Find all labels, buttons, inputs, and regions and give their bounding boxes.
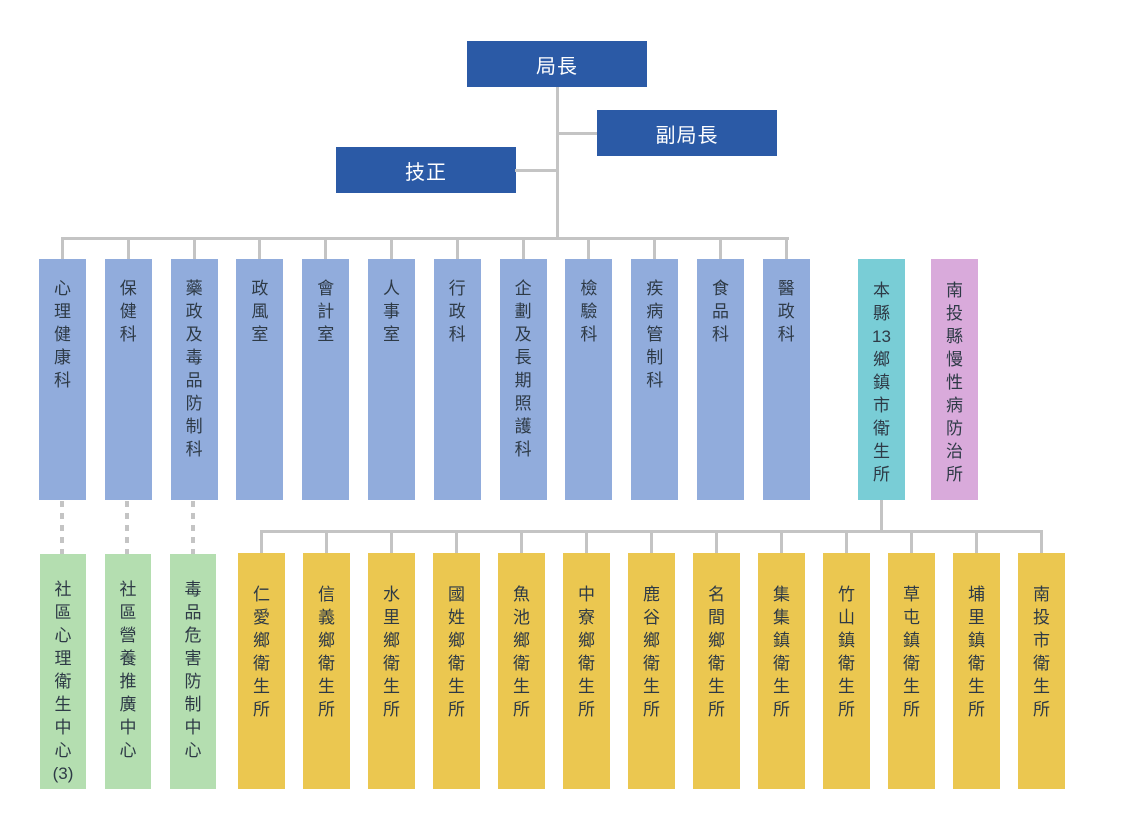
health-station-box: 中寮鄉衛生所	[563, 553, 610, 789]
affiliated-center-box: 社區營養推廣中心	[105, 554, 151, 789]
connector-line	[61, 237, 789, 240]
health-station-box: 南投市衛生所	[1018, 553, 1065, 789]
connector-line	[910, 532, 913, 553]
connector-line	[455, 532, 458, 553]
health-station-box: 國姓鄉衛生所	[433, 553, 480, 789]
connector-line	[258, 240, 262, 259]
connector-line	[719, 240, 722, 259]
connector-line	[784, 240, 788, 259]
connector-dashed-line	[191, 501, 196, 554]
connector-dashed-line	[125, 501, 130, 554]
health-station-box: 草屯鎮衛生所	[888, 553, 935, 789]
health-station-box: 鹿谷鄉衛生所	[628, 553, 675, 789]
department-box: 食品科	[697, 259, 744, 500]
department-box: 醫政科	[762, 259, 810, 500]
health-station-box: 竹山鎮衛生所	[823, 553, 870, 789]
connector-line	[587, 240, 591, 259]
health-station-box: 信義鄉衛生所	[303, 553, 350, 789]
department-box: 檢驗科	[565, 259, 613, 500]
department-box: 會計室	[302, 259, 350, 500]
connector-line	[653, 240, 657, 259]
affiliated-center-box: 社區心理衛生中心(3)	[40, 554, 86, 789]
connector-line	[390, 532, 393, 553]
connector-line	[515, 168, 557, 172]
department-box: 疾病管制科	[631, 259, 679, 500]
connector-line	[585, 532, 588, 553]
connector-line	[780, 532, 783, 553]
health-station-box: 水里鄉衛生所	[368, 553, 415, 789]
connector-line	[192, 240, 196, 259]
department-box: 企劃及長期照護科	[499, 259, 547, 500]
connector-line	[126, 240, 130, 259]
department-box: 保健科	[104, 259, 152, 500]
director-box: 局長	[467, 41, 647, 87]
connector-line	[325, 532, 328, 553]
connector-line	[324, 240, 328, 259]
connector-line	[390, 240, 393, 259]
health-station-box: 仁愛鄉衛生所	[238, 553, 285, 789]
department-box: 心理健康科	[39, 259, 86, 500]
connector-line	[521, 240, 525, 259]
connector-line	[880, 500, 883, 532]
technical-specialist-box: 技正	[336, 147, 516, 193]
deputy-director-box: 副局長	[597, 110, 777, 156]
director-label: 局長	[536, 55, 578, 78]
health-station-box: 魚池鄉衛生所	[498, 553, 545, 789]
connector-line	[61, 240, 64, 259]
deputy-director-label: 副局長	[655, 124, 719, 147]
connector-line	[520, 532, 523, 553]
connector-line	[260, 530, 1043, 533]
health-station-box: 集集鎮衛生所	[758, 553, 805, 789]
health-station-box: 名間鄉衛生所	[693, 553, 740, 789]
department-box: 行政科	[433, 259, 481, 500]
affiliated-center-box: 毒品危害防制中心	[170, 554, 216, 789]
connector-line	[555, 87, 559, 240]
health-station-box: 埔里鎮衛生所	[953, 553, 1000, 789]
department-box: 政風室	[236, 259, 284, 500]
connector-line	[845, 532, 848, 553]
connector-line	[260, 532, 263, 553]
connector-line	[557, 131, 597, 135]
connector-dashed-line	[59, 501, 64, 554]
technical-specialist-label: 技正	[405, 161, 447, 184]
chronic-disease-center-box: 南投縣慢性病防治所	[931, 259, 978, 500]
connector-line	[650, 532, 653, 553]
department-box: 人事室	[368, 259, 415, 500]
connector-line	[715, 532, 718, 553]
connector-line	[455, 240, 459, 259]
connector-line	[1040, 532, 1043, 553]
department-box: 藥政及毒品防制科	[170, 259, 218, 500]
connector-line	[975, 532, 978, 553]
